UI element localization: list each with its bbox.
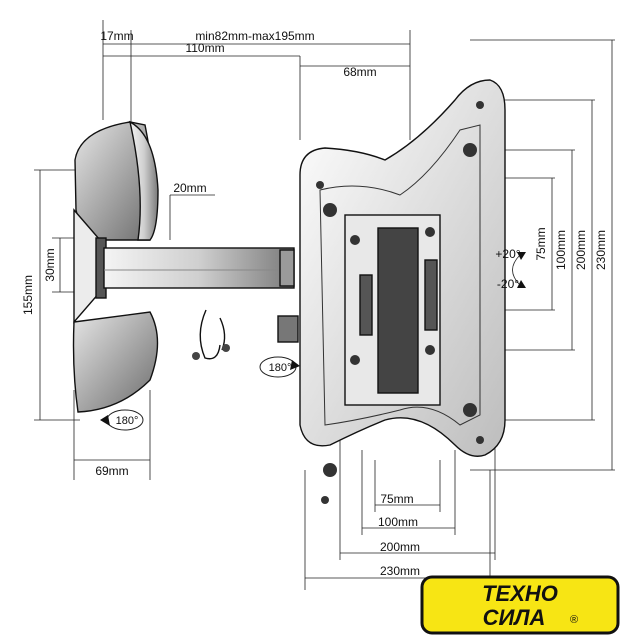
dimension-labels: min82mm-max195mm 17mm 110mm 68mm 20mm 30… xyxy=(21,29,608,578)
label-68mm: 68mm xyxy=(343,65,376,79)
label-tilt-up: +20° xyxy=(495,247,520,261)
label-20mm: 20mm xyxy=(173,181,206,195)
label-69mm: 69mm xyxy=(95,464,128,478)
label-swivel-arm: 180° xyxy=(269,362,292,374)
wall-plate xyxy=(72,120,159,413)
label-155mm: 155mm xyxy=(21,275,35,315)
logo-registered: ® xyxy=(570,614,578,626)
label-top-range: min82mm-max195mm xyxy=(195,29,314,43)
label-v75mm: 75mm xyxy=(534,227,548,260)
logo-line2: СИЛА xyxy=(483,605,546,630)
label-v100mm: 100mm xyxy=(554,230,568,270)
label-tilt-down: -20° xyxy=(497,277,519,291)
rotation-arrows xyxy=(100,252,526,431)
logo-line1: ТЕХНО xyxy=(482,581,558,606)
label-v230mm: 230mm xyxy=(594,230,608,270)
label-110mm: 110mm xyxy=(185,41,224,55)
label-h75mm: 75mm xyxy=(380,492,413,506)
tehnosila-logo: ТЕХНО СИЛА ® xyxy=(420,575,620,635)
swivel-arm xyxy=(103,247,299,360)
tv-plate xyxy=(299,79,506,504)
label-30mm: 30mm xyxy=(43,248,57,281)
label-h100mm: 100mm xyxy=(378,515,418,529)
label-v200mm: 200mm xyxy=(574,230,588,270)
label-17mm: 17mm xyxy=(100,29,133,43)
label-h200mm: 200mm xyxy=(380,540,420,554)
label-swivel-wall: 180° xyxy=(116,415,139,427)
label-h230mm: 230mm xyxy=(380,564,420,578)
